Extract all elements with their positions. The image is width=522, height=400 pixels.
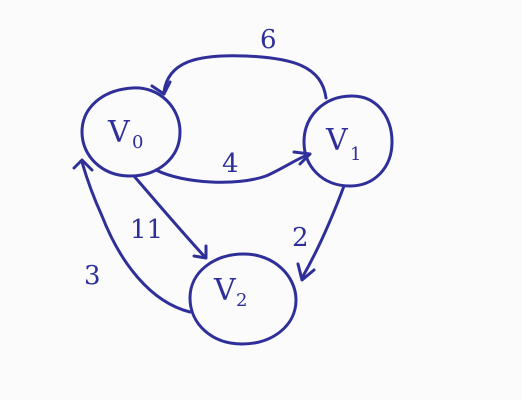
- edge-v0-v1-arrowhead: [292, 150, 312, 166]
- node-v1-circle: [302, 94, 394, 188]
- edge-v1-v0: 6: [150, 25, 328, 100]
- edge-v2-v0-line: [80, 160, 192, 314]
- node-v1-subscript: 1: [350, 144, 361, 165]
- node-v1-label: V: [325, 123, 349, 158]
- node-v2-subscript: 2: [236, 290, 247, 311]
- node-v1: V 1: [302, 94, 394, 188]
- node-v0-circle: [80, 86, 182, 178]
- edge-v0-v2: 11: [130, 174, 208, 260]
- edge-v0-v2-line: [132, 174, 206, 258]
- edge-v2-v0: 3: [72, 158, 192, 314]
- edge-v1-v2-arrowhead: [296, 262, 316, 282]
- edge-v0-v2-weight: 11: [130, 215, 163, 245]
- node-v2-label: V: [213, 273, 237, 308]
- edge-v1-v0-weight: 6: [260, 25, 277, 55]
- edge-v2-v0-weight: 3: [84, 261, 101, 291]
- edge-v0-v1-weight: 4: [222, 149, 239, 179]
- node-v0-label: V: [107, 115, 131, 150]
- edge-v1-v0-line: [162, 54, 328, 100]
- edge-v1-v2-weight: 2: [292, 223, 309, 253]
- edge-v0-v2-arrowhead: [192, 244, 208, 260]
- edge-v1-v2: 2: [292, 184, 346, 282]
- node-v2-circle: [188, 252, 298, 346]
- edge-v2-v0-arrowhead: [72, 158, 94, 172]
- edge-v1-v0-arrowhead: [150, 80, 172, 96]
- edge-v0-v1-line: [154, 152, 312, 184]
- node-v0-subscript: 0: [132, 132, 143, 153]
- edge-v1-v2-line: [300, 184, 346, 280]
- node-v2: V 2: [188, 252, 298, 346]
- edge-v0-v1: 4: [154, 149, 312, 184]
- node-v0: V 0: [80, 86, 182, 178]
